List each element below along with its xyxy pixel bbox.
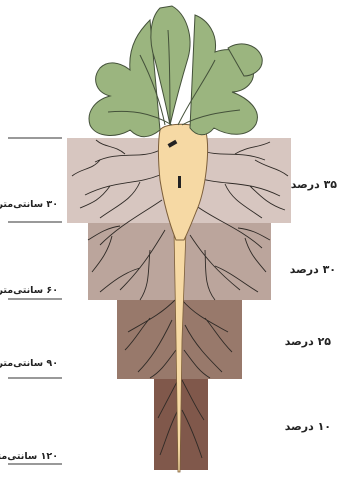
percent-label-layer-1: ۳۵ درصد (291, 178, 337, 191)
percent-label-layer-4: ۱۰ درصد (285, 420, 331, 433)
depth-label-60: ۶۰ سانتی‌متر (0, 285, 58, 296)
depth-label-30: ۳۰ سانتی‌متر (0, 199, 58, 210)
beet-leaves (89, 6, 262, 137)
depth-label-120: ۱۲۰ سانتی‌متر (0, 451, 58, 462)
depth-ticks (8, 138, 62, 464)
percent-label-layer-2: ۳۰ درصد (290, 263, 336, 276)
depth-label-90: ۹۰ سانتی‌متر (0, 358, 58, 369)
percent-label-layer-3: ۲۵ درصد (285, 335, 331, 348)
